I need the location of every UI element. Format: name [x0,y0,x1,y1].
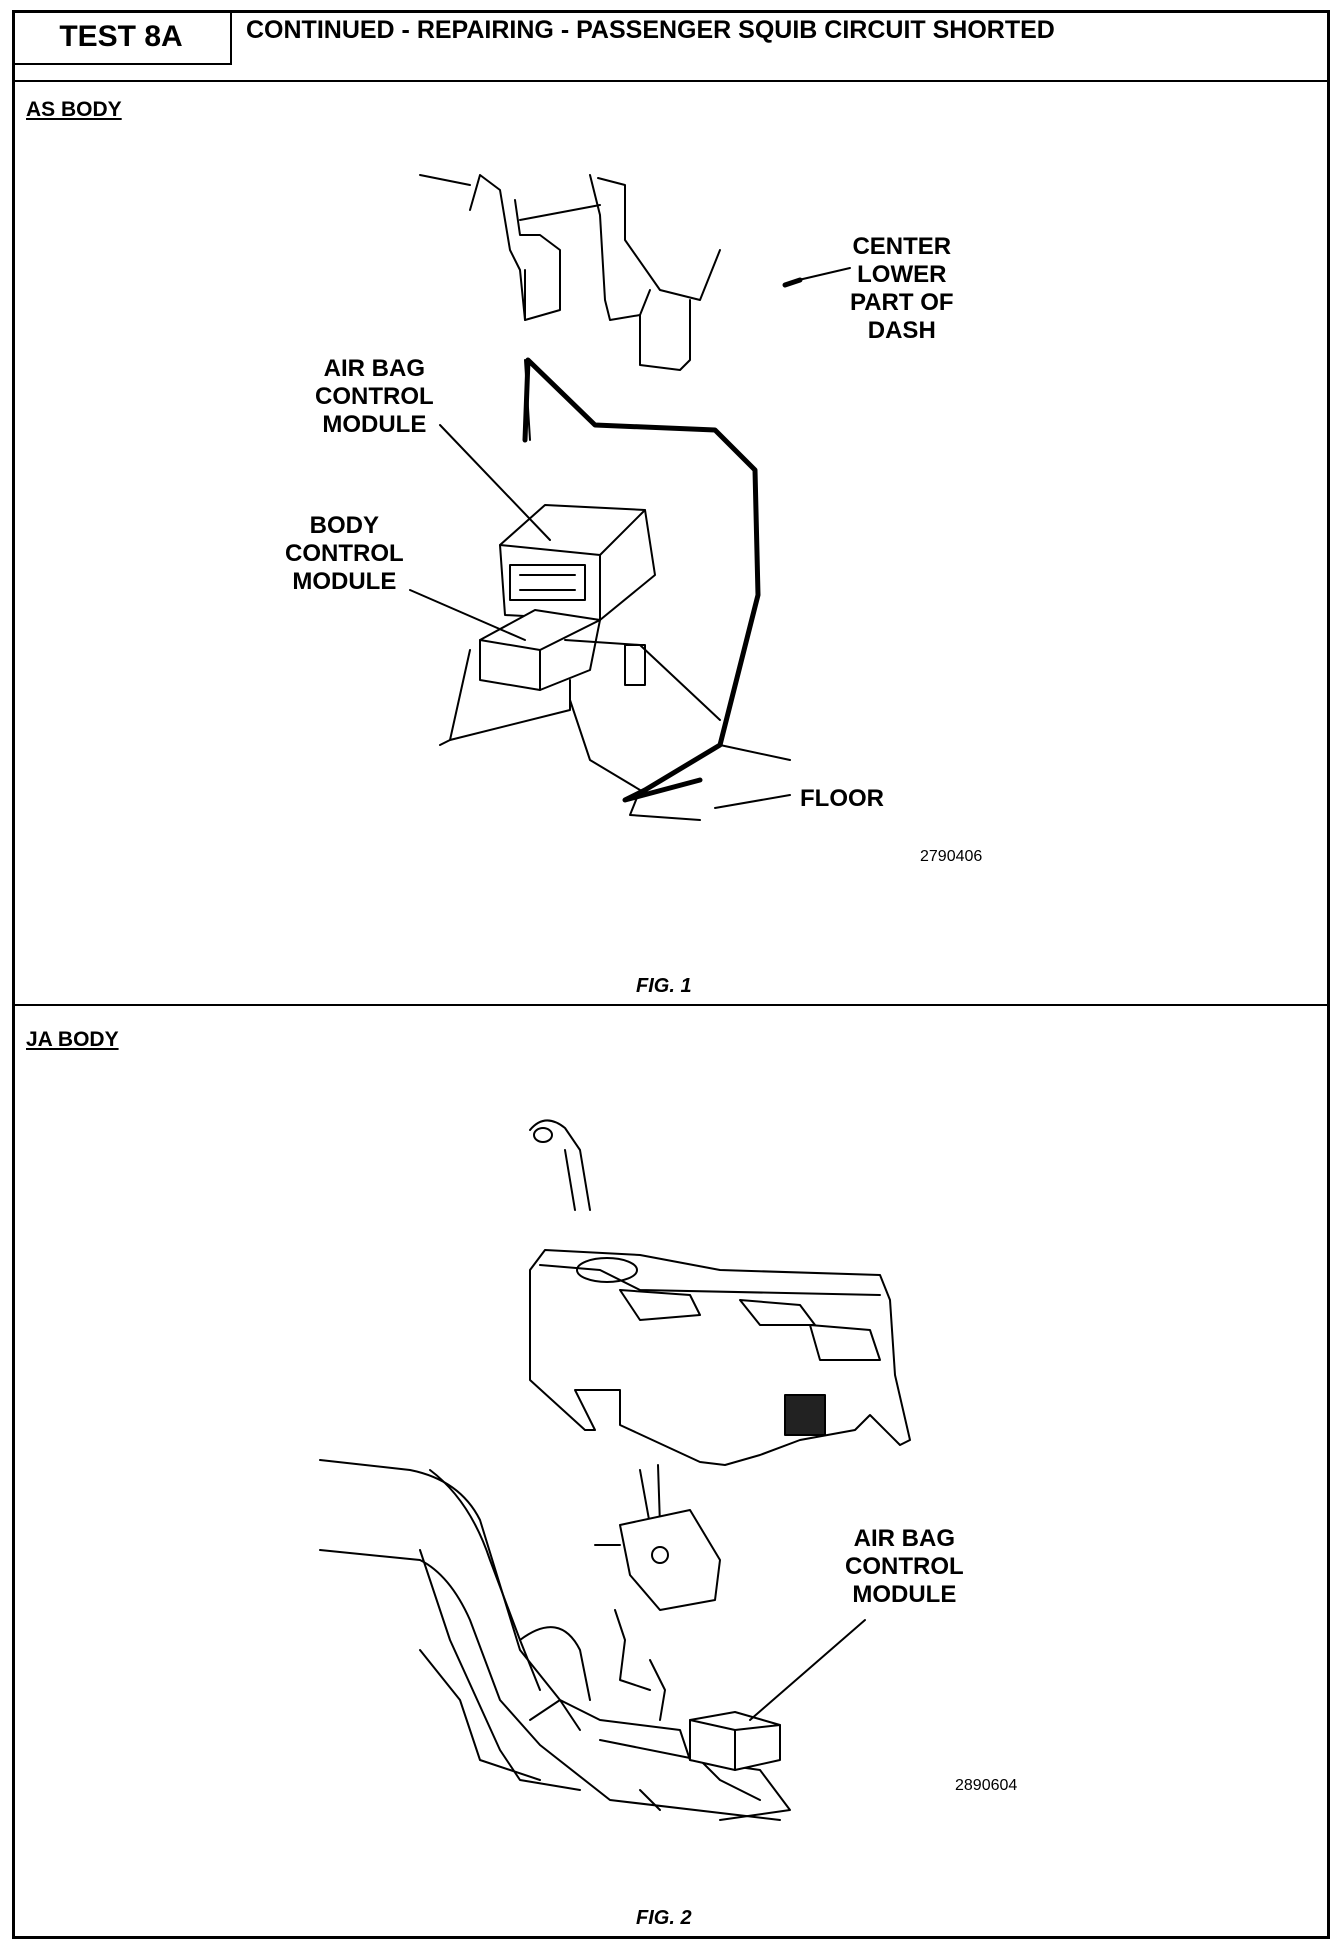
section-label-as-body: AS BODY [26,98,122,121]
callout-floor: FLOOR [800,785,884,812]
page-title: CONTINUED - REPAIRING - PASSENGER SQUIB … [246,16,1055,44]
fig2-caption: FIG. 2 [636,1907,692,1929]
fig2-part-code: 2890604 [955,1777,1018,1794]
fig1-part-code: 2790406 [920,848,983,865]
section-label-ja-body: JA BODY [26,1028,119,1051]
page-frame [12,10,1330,1939]
fig1-caption: FIG. 1 [636,975,692,997]
callout-air-bag-control-module-ja: AIR BAG CONTROL MODULE [845,1525,964,1608]
callout-center-lower-dash: CENTER LOWER PART OF DASH [850,233,954,344]
header-divider [12,80,1330,82]
callout-body-control-module: BODY CONTROL MODULE [285,512,404,595]
test-label: TEST 8A [12,10,232,65]
section-divider [12,1004,1330,1006]
callout-air-bag-control-module: AIR BAG CONTROL MODULE [315,355,434,438]
